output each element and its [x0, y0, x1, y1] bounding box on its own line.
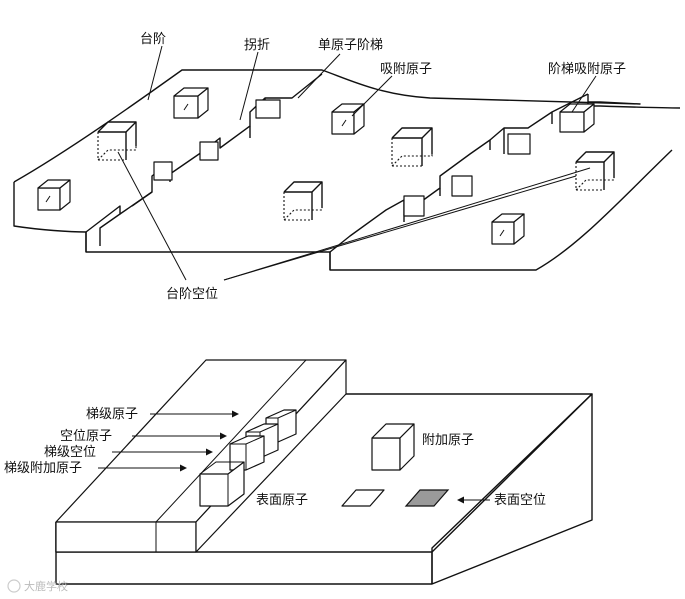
surface-atom-square — [341, 489, 385, 507]
label-step-vacancy: 梯级空位 — [44, 445, 96, 460]
leader-vacancy-3 — [223, 167, 591, 281]
step-block — [199, 141, 219, 161]
terrace-block-front — [55, 521, 197, 553]
adatom-cube — [37, 179, 71, 211]
vacancy-cube — [391, 127, 433, 167]
adatom-cube — [173, 87, 209, 119]
bottom-edge — [85, 149, 673, 271]
label-single-atom-step: 单原子阶梯 — [318, 38, 383, 53]
step-edge-2 — [329, 93, 589, 253]
leader-vacancy-2 — [223, 175, 577, 281]
label-added-atom: 附加原子 — [422, 433, 474, 448]
adatom-cube — [491, 213, 525, 245]
watermark-text: 大鹿学校 — [24, 579, 68, 593]
bottom-surface-diagram: 梯级原子 空位原子 梯级空位 梯级附加原子 附加原子 表面原子 表面空位 — [4, 359, 593, 585]
label-terrace: 台阶 — [140, 32, 166, 47]
vacancy-cube — [575, 151, 615, 191]
leader-vacancy-1 — [117, 151, 187, 281]
vacancy-cube — [283, 181, 323, 221]
surface-vacancy-square — [404, 489, 450, 507]
added-atom-cube — [371, 423, 415, 471]
label-step-added-atom: 梯级附加原子 — [4, 461, 82, 476]
leader-terrace — [147, 45, 163, 101]
leader-single-step — [297, 53, 341, 99]
label-vacancy-atom: 空位原子 — [60, 429, 112, 444]
label-surface-vacancy: 表面空位 — [494, 493, 546, 508]
label-surface-atom: 表面原子 — [256, 493, 308, 508]
step-riser-1 — [85, 98, 266, 252]
step-block — [451, 175, 473, 197]
leader-step-adatom — [571, 75, 597, 113]
step-riser-2 — [329, 94, 600, 270]
leader-kink — [239, 51, 259, 121]
step-block — [403, 195, 425, 217]
label-kink: 拐折 — [244, 38, 270, 53]
step-block — [507, 133, 531, 155]
step-adatom-cube — [559, 103, 595, 133]
upper-terrace-outline — [13, 69, 641, 183]
leader-adatom — [351, 75, 393, 117]
label-step-adatom: 阶梯吸附原子 — [548, 62, 626, 77]
step-vacancy-cube — [229, 435, 265, 471]
label-step-vacancy: 台阶空位 — [166, 287, 218, 302]
right-back-edge — [599, 105, 681, 109]
top-surface-diagram: 台阶 拐折 单原子阶梯 吸附原子 阶梯吸附原子 台阶空位 — [13, 32, 681, 302]
step-added-atom-cube — [199, 461, 245, 507]
vacancy-cube — [97, 121, 137, 161]
step-block — [255, 99, 281, 119]
base-slab — [55, 393, 593, 585]
terrace-row-line — [155, 359, 307, 552]
label-step-atom: 梯级原子 — [86, 407, 138, 422]
watermark: 大鹿学校 — [7, 579, 68, 593]
label-adatom: 吸附原子 — [380, 62, 432, 77]
left-front-edge — [13, 182, 87, 233]
step-block — [153, 161, 173, 181]
